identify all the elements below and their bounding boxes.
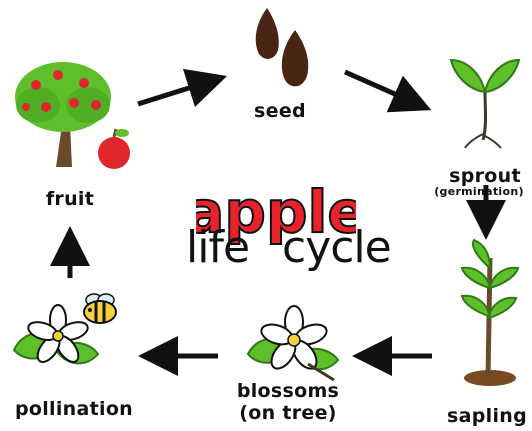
title-life-text: life <box>186 222 249 273</box>
stage-sublabel-on-tree: (on tree) <box>228 402 348 424</box>
arrow-fruit-to-seed <box>138 82 208 104</box>
sprout-icon <box>445 30 525 150</box>
sapling-icon <box>448 238 528 388</box>
apple-tree-icon <box>8 55 138 175</box>
stage-label-sprout: sprout <box>442 165 528 187</box>
blossom-icon <box>238 304 348 384</box>
seeds-icon <box>245 4 315 94</box>
stage-label-blossoms: blossoms <box>228 380 348 402</box>
stage-label-fruit: fruit <box>30 188 110 210</box>
pollination-bee-icon <box>4 290 124 380</box>
arrow-seed-to-sprout <box>345 72 413 102</box>
stage-label-sapling: sapling <box>444 405 530 427</box>
stage-label-pollination: pollination <box>4 398 144 420</box>
stage-label-seed: seed <box>240 100 320 122</box>
stage-sublabel-germination: (germination) <box>426 186 532 198</box>
title-cycle-text: cycle <box>282 222 391 273</box>
